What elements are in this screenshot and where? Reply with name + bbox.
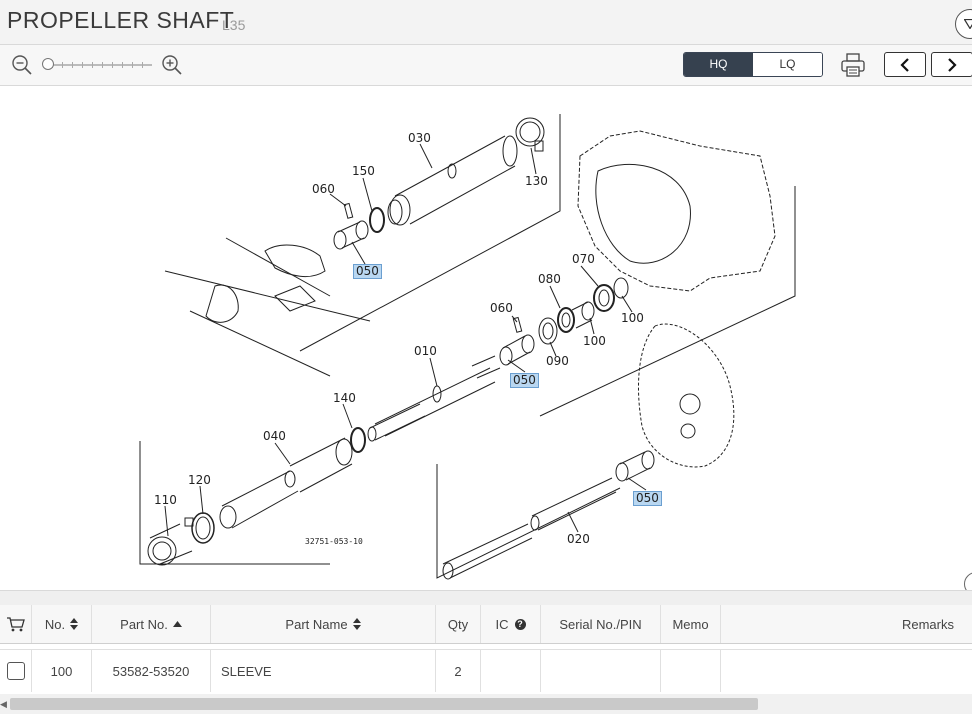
- quality-toggle: HQ LQ: [683, 52, 823, 77]
- zoom-slider-ticks: [52, 62, 152, 68]
- column-header-part-no[interactable]: Part No.: [92, 605, 211, 643]
- next-button[interactable]: [931, 52, 972, 77]
- previous-button[interactable]: [884, 52, 926, 77]
- sort-both-icon: [70, 618, 79, 630]
- cart-column-header[interactable]: [0, 605, 32, 643]
- scroll-left-arrow-icon[interactable]: ◀: [0, 699, 7, 709]
- callout-140[interactable]: 140: [333, 391, 356, 405]
- column-header-memo-label: Memo: [672, 616, 709, 632]
- callout-130[interactable]: 130: [525, 174, 548, 188]
- zoom-out-icon[interactable]: [12, 55, 32, 75]
- callout-050-lower[interactable]: 050: [633, 491, 662, 506]
- callout-090[interactable]: 090: [546, 354, 569, 368]
- column-header-serial[interactable]: Serial No./PIN: [541, 605, 661, 643]
- cell-part-name: SLEEVE: [211, 650, 436, 692]
- column-header-remarks[interactable]: Remarks: [721, 605, 972, 643]
- parts-table-header: No. Part No. Part Name Qty IC ? Serial N…: [0, 605, 972, 644]
- print-icon[interactable]: [840, 52, 866, 78]
- sort-asc-icon: [172, 621, 182, 627]
- column-header-qty-label: Qty: [447, 616, 469, 632]
- chevron-right-icon: [948, 58, 957, 72]
- zoom-slider-handle[interactable]: [42, 58, 54, 70]
- help-icon[interactable]: ?: [514, 618, 526, 630]
- scrollbar-thumb[interactable]: [10, 698, 758, 710]
- model-label: L35: [222, 17, 246, 33]
- filter-button[interactable]: [955, 9, 972, 39]
- zoom-in-icon[interactable]: [162, 55, 182, 75]
- callout-030[interactable]: 030: [408, 131, 431, 145]
- table-row[interactable]: 100 53582-53520 SLEEVE 2: [0, 649, 972, 692]
- column-header-part-name[interactable]: Part Name: [211, 605, 436, 643]
- cell-ic: [481, 650, 541, 692]
- cell-part-no[interactable]: 53582-53520: [92, 650, 211, 692]
- column-header-ic[interactable]: IC ?: [481, 605, 541, 643]
- callout-080[interactable]: 080: [538, 272, 561, 286]
- callout-120[interactable]: 120: [188, 473, 211, 487]
- callout-060-mid[interactable]: 060: [490, 301, 513, 315]
- callout-020[interactable]: 020: [567, 532, 590, 546]
- column-header-qty[interactable]: Qty: [436, 605, 481, 643]
- cell-memo: [661, 650, 721, 692]
- column-header-ic-label: IC: [495, 616, 509, 632]
- filter-icon: [964, 19, 972, 29]
- callout-040[interactable]: 040: [263, 429, 286, 443]
- row-select-cell: [0, 650, 32, 692]
- title-bar: PROPELLER SHAFT L35: [0, 0, 972, 45]
- callout-150[interactable]: 150: [352, 164, 375, 178]
- column-header-part-name-label: Part Name: [285, 616, 348, 632]
- column-header-serial-label: Serial No./PIN: [559, 616, 642, 632]
- diagram-reference-code: 32751-053-10: [305, 537, 363, 546]
- callout-050-upper[interactable]: 050: [353, 264, 382, 279]
- chevron-left-icon: [900, 58, 909, 72]
- cell-serial: [541, 650, 661, 692]
- column-header-part-no-label: Part No.: [120, 616, 168, 632]
- horizontal-scrollbar[interactable]: ◀: [0, 694, 972, 714]
- cell-qty: 2: [436, 650, 481, 692]
- column-header-remarks-label: Remarks: [901, 616, 954, 632]
- lq-button[interactable]: LQ: [753, 53, 822, 76]
- callout-100-right[interactable]: 100: [621, 311, 644, 325]
- callout-070[interactable]: 070: [572, 252, 595, 266]
- callout-010[interactable]: 010: [414, 344, 437, 358]
- column-header-memo[interactable]: Memo: [661, 605, 721, 643]
- callout-100-left[interactable]: 100: [583, 334, 606, 348]
- hq-button[interactable]: HQ: [684, 53, 753, 76]
- panel-divider[interactable]: [0, 590, 972, 605]
- toolbar: HQ LQ: [0, 45, 972, 86]
- callout-050-mid[interactable]: 050: [510, 373, 539, 388]
- exploded-view-drawing: [139, 114, 796, 580]
- row-checkbox[interactable]: [6, 662, 25, 680]
- column-header-no[interactable]: No.: [32, 605, 92, 643]
- cart-icon: [6, 617, 25, 632]
- page-title: PROPELLER SHAFT: [7, 7, 235, 33]
- column-header-no-label: No.: [44, 616, 66, 632]
- callout-060[interactable]: 060: [312, 182, 335, 196]
- sort-both-icon: [352, 618, 361, 630]
- callout-110[interactable]: 110: [154, 493, 177, 507]
- parts-diagram[interactable]: 030 150 060 130 050 070 080 060 100 100 …: [0, 86, 972, 596]
- cell-no: 100: [32, 650, 92, 692]
- cell-remarks: [721, 650, 972, 692]
